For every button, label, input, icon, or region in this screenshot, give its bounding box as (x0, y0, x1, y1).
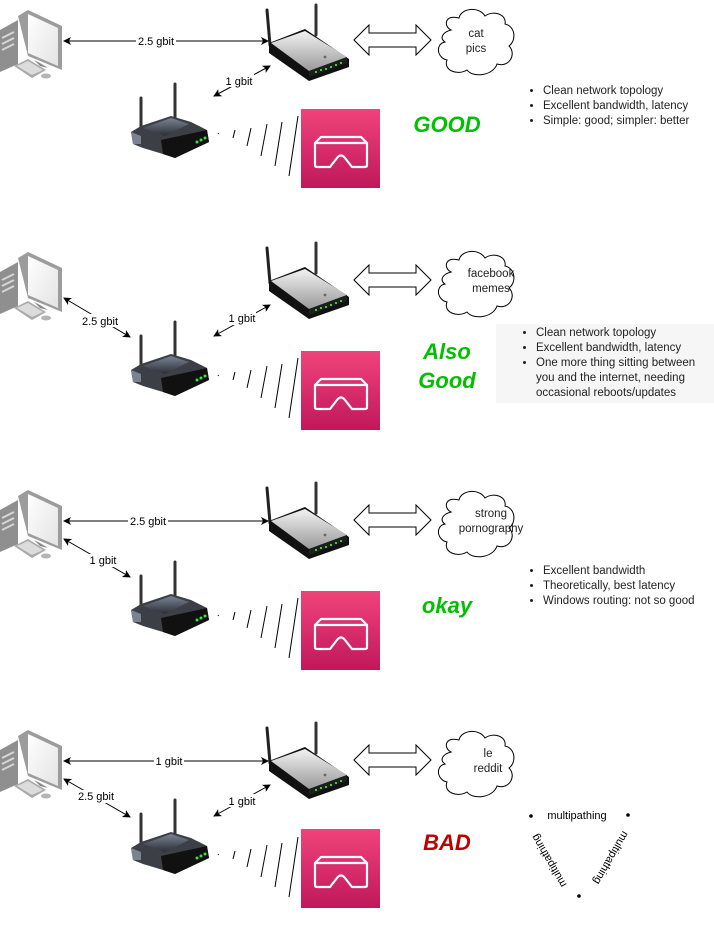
wireless-signal-icon (217, 115, 299, 177)
double-arrow-icon (353, 744, 432, 776)
wifi-router-icon (129, 320, 211, 398)
wireless-signal-icon (217, 357, 299, 419)
link-label: 1 gbit (156, 756, 183, 768)
triangle-vertex (529, 814, 533, 818)
multipathing-triangle: multipathing multipathing multipathing (529, 810, 631, 898)
triangle-vertex (626, 813, 630, 817)
vr-headset-icon (299, 107, 382, 190)
pros-cons-list: Excellent bandwidth Theoretically, best … (527, 564, 714, 609)
link-label: 2.5 gbit (82, 316, 118, 328)
list-item: Excellent bandwidth (543, 564, 714, 579)
triangle-label: multipathing (547, 810, 606, 822)
link-label: 1 gbit (90, 555, 117, 567)
link-label: 1 gbit (229, 313, 256, 325)
verdict-label: Also (422, 339, 471, 364)
triangle-label: multipathing (591, 829, 631, 886)
wifi-router-icon (265, 721, 351, 801)
panel-bad: 1 gbit 2.5 gbit 1 gbit le reddit BAD mul… (0, 721, 631, 910)
triangle-vertex (577, 894, 581, 898)
verdict-label: BAD (423, 830, 471, 855)
list-item: Theoretically, best latency (543, 579, 714, 594)
link-label: 1 gbit (229, 796, 256, 808)
desktop-computer-icon (0, 251, 63, 322)
vr-headset-icon (299, 589, 382, 672)
wifi-router-icon (129, 560, 211, 638)
desktop-computer-icon (0, 729, 63, 800)
wifi-router-icon (265, 3, 351, 83)
wireless-signal-icon (217, 597, 299, 659)
wifi-router-icon (129, 82, 211, 160)
cloud-label: reddit (474, 763, 504, 775)
double-arrow-icon (353, 264, 432, 296)
cloud-label: pics (466, 43, 487, 55)
cloud-label: le (484, 748, 493, 760)
pros-cons-list: Clean network topology Excellent bandwid… (527, 84, 714, 129)
link-label: 1 gbit (226, 76, 253, 88)
wireless-signal-icon (217, 836, 299, 898)
panel-okay: 2.5 gbit 1 gbit strong pornography okay (0, 481, 524, 672)
pros-cons-list: Clean network topology Excellent bandwid… (496, 324, 714, 403)
verdict-label: okay (422, 593, 474, 618)
desktop-computer-icon (0, 489, 63, 560)
desktop-computer-icon (0, 9, 63, 80)
list-item: One more thing sitting between you and t… (536, 356, 714, 401)
list-item: Clean network topology (543, 84, 714, 99)
link-label: 2.5 gbit (138, 36, 174, 48)
double-arrow-icon (353, 504, 432, 536)
cloud-label: memes (472, 283, 510, 295)
verdict-label: Good (418, 368, 476, 393)
double-arrow-icon (353, 24, 432, 56)
triangle-label: multipathing (529, 832, 569, 889)
panel-good: 2.5 gbit 1 gbit cat pics GOOD (0, 3, 515, 190)
cloud-label: strong (475, 508, 507, 520)
list-item: Excellent bandwidth, latency (536, 341, 714, 356)
cloud-label: facebook (468, 268, 515, 280)
cloud-label: cat (468, 28, 484, 40)
panel-also-good: 2.5 gbit 1 gbit facebook memes Also Good (0, 241, 515, 432)
vr-headset-icon (299, 349, 382, 432)
vr-headset-icon (299, 827, 382, 910)
cloud-label: pornography (459, 523, 524, 535)
wifi-router-icon (265, 481, 351, 561)
wifi-router-icon (129, 798, 211, 876)
verdict-label: GOOD (413, 112, 480, 137)
wifi-router-icon (265, 241, 351, 321)
list-item: Excellent bandwidth, latency (543, 99, 714, 114)
list-item: Clean network topology (536, 326, 714, 341)
link-label: 2.5 gbit (130, 516, 166, 528)
link-label: 2.5 gbit (78, 791, 114, 803)
list-item: Windows routing: not so good (543, 594, 714, 609)
list-item: Simple: good; simpler: better (543, 114, 714, 129)
